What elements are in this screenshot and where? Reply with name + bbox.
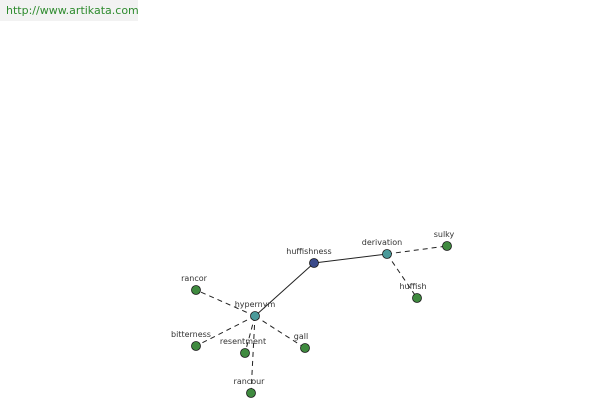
edges-layer bbox=[195, 245, 448, 394]
node-marker-huffish[interactable] bbox=[412, 293, 422, 303]
node-marker-rancor[interactable] bbox=[191, 285, 201, 295]
edge-hypernym-rancor bbox=[195, 289, 256, 317]
source-url-link[interactable]: http://www.artikata.com bbox=[6, 4, 139, 17]
node-bitterness[interactable]: bitterness bbox=[171, 330, 211, 351]
edge-hypernym-bitterness bbox=[195, 315, 256, 347]
nodes-layer: huffishness derivation hypernym sulky huffis… bbox=[171, 230, 455, 398]
node-label-gall: gall bbox=[294, 332, 308, 341]
node-label-huffishness: huffishness bbox=[286, 247, 331, 256]
edge-hypernym-gall bbox=[254, 315, 306, 349]
url-banner: http://www.artikata.com bbox=[0, 0, 139, 21]
node-marker-bitterness[interactable] bbox=[191, 341, 201, 351]
edge-hypernym-resentment bbox=[244, 315, 256, 354]
node-label-resentment: resentment bbox=[220, 337, 266, 346]
node-label-derivation: derivation bbox=[362, 238, 402, 247]
node-marker-gall[interactable] bbox=[300, 343, 310, 353]
node-marker-rancour[interactable] bbox=[246, 388, 256, 398]
node-label-sulky: sulky bbox=[434, 230, 455, 239]
node-label-bitterness: bitterness bbox=[171, 330, 211, 339]
node-rancor[interactable]: rancor bbox=[181, 274, 208, 295]
node-marker-resentment[interactable] bbox=[240, 348, 250, 358]
node-marker-huffishness[interactable] bbox=[309, 258, 319, 268]
node-sulky[interactable]: sulky bbox=[434, 230, 455, 251]
edge-huffishness-derivation bbox=[313, 253, 388, 264]
node-gall[interactable]: gall bbox=[294, 332, 310, 353]
edge-derivation-huffish bbox=[386, 253, 418, 299]
node-label-hypernym: hypernym bbox=[235, 300, 276, 309]
edge-derivation-sulky bbox=[386, 245, 448, 255]
node-huffishness[interactable]: huffishness bbox=[286, 247, 332, 268]
node-label-huffish: huffish bbox=[399, 282, 426, 291]
node-marker-derivation[interactable] bbox=[382, 249, 392, 259]
edge-huffishness-hypernym bbox=[254, 262, 315, 317]
node-hypernym[interactable]: hypernym bbox=[235, 300, 276, 321]
node-resentment[interactable]: resentment bbox=[220, 337, 266, 358]
node-marker-hypernym[interactable] bbox=[250, 311, 260, 321]
node-huffish[interactable]: huffish bbox=[399, 282, 427, 303]
node-rancour[interactable]: rancour bbox=[234, 377, 266, 398]
node-derivation[interactable]: derivation bbox=[362, 238, 402, 259]
node-marker-sulky[interactable] bbox=[442, 241, 452, 251]
edge-hypernym-rancour bbox=[250, 315, 256, 394]
node-label-rancour: rancour bbox=[234, 377, 266, 386]
node-label-rancor: rancor bbox=[181, 274, 208, 283]
